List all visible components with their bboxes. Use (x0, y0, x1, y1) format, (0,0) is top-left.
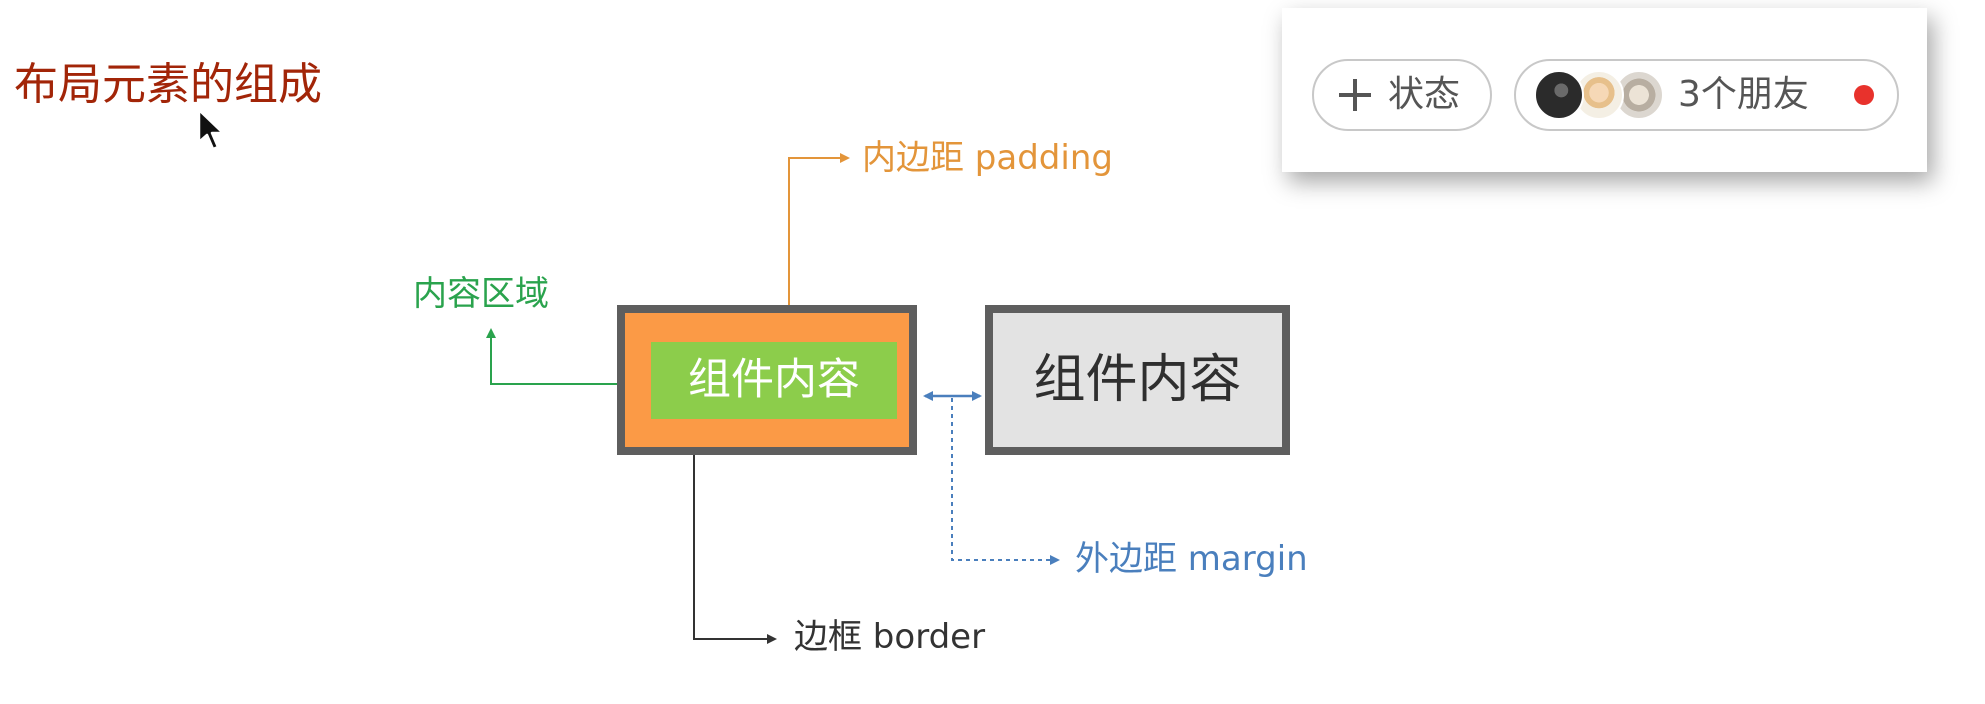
friends-count-label: 3个朋友 (1678, 74, 1809, 115)
friends-button[interactable]: 3个朋友 (1514, 59, 1899, 131)
mouse-cursor-icon (197, 108, 225, 151)
friend-avatars (1534, 70, 1666, 120)
plus-icon (1336, 61, 1374, 129)
border-label: 边框 border (794, 617, 986, 657)
content-area-label: 内容区域 (413, 274, 549, 314)
notification-dot-icon (1854, 85, 1874, 105)
content-area-box: 组件内容 (651, 342, 897, 419)
slide-title: 布局元素的组成 (14, 59, 322, 110)
padding-connector (788, 153, 850, 313)
avatar (1534, 70, 1584, 120)
adjacent-component-box: 组件内容 (985, 305, 1290, 455)
add-status-button[interactable]: 状态 (1312, 59, 1492, 131)
border-connector (693, 455, 777, 644)
status-popup: 状态 3个朋友 (1282, 8, 1927, 172)
margin-label: 外边距 margin (1075, 539, 1308, 579)
status-button-label: 状态 (1388, 74, 1461, 115)
padding-label: 内边距 padding (862, 138, 1113, 178)
